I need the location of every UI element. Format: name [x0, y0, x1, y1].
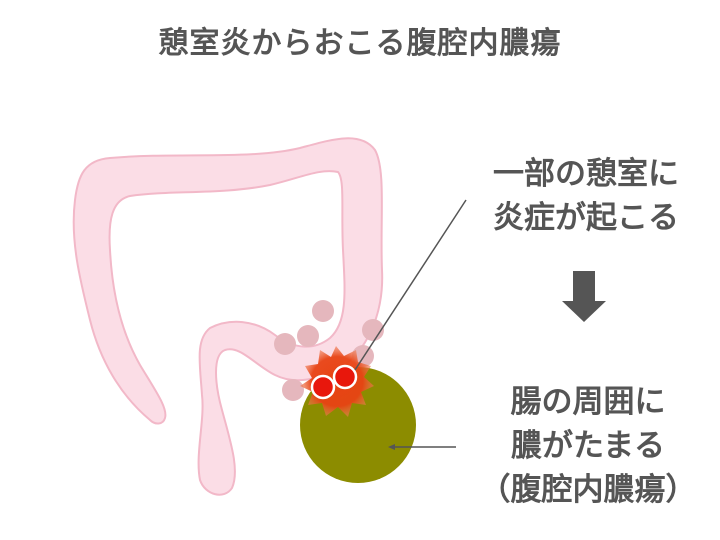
diagram-title: 憩室炎からおこる腹腔内膿瘍 [158, 26, 562, 61]
abscess-label: 腸の周囲に 膿がたまる （腹腔内膿瘍） [468, 380, 708, 512]
down-arrow-icon [562, 271, 606, 322]
abscess-label-line2: 膿がたまる [510, 428, 666, 464]
diverticulum-1 [312, 300, 334, 322]
abscess-label-line1: 腸の周囲に [510, 384, 666, 420]
inflammation-label: 一部の憩室に 炎症が起こる [466, 152, 706, 240]
diverticulum-2 [297, 325, 319, 347]
leader-line-inflammation [354, 199, 467, 371]
diverticulum-3 [274, 333, 296, 355]
inflammation-label-line1: 一部の憩室に [493, 156, 679, 192]
diverticulum-6 [282, 379, 304, 401]
leader-arrowhead [388, 444, 395, 450]
colon-body [72, 137, 384, 496]
diverticulum-4 [362, 319, 384, 341]
inflamed-diverticulum-2 [332, 364, 358, 390]
inflamed-diverticulum-1 [310, 374, 336, 400]
inflammation-label-line2: 炎症が起こる [493, 200, 679, 236]
abscess-label-line3: （腹腔内膿瘍） [479, 472, 697, 508]
